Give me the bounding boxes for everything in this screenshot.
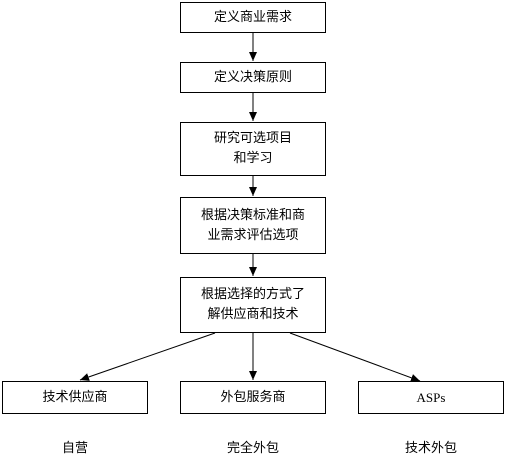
caption-in-house: 自营 <box>61 441 88 456</box>
option-asps: ASPs <box>358 381 504 414</box>
option-outsourcing-provider: 外包服务商 <box>180 381 326 414</box>
step-understand-vendors-and-technology: 根据选择的方式了 解供应商和技术 <box>180 277 326 333</box>
option-technology-vendor: 技术供应商 <box>2 381 148 414</box>
option-label: ASPs <box>416 389 446 405</box>
caption-full-outsourcing: 完全外包 <box>226 441 279 456</box>
step-label: 定义决策原则 <box>213 69 292 85</box>
option-label: 外包服务商 <box>220 389 286 405</box>
step-label: 根据决策标准和商 业需求评估选项 <box>200 207 305 243</box>
step-define-decision-principles: 定义决策原则 <box>180 62 326 93</box>
arrow-step5-to-option3 <box>289 332 421 382</box>
step-research-options-and-learn: 研究可选项目 和学习 <box>180 122 326 176</box>
step-label: 定义商业需求 <box>213 9 292 25</box>
caption-technology-outsourcing: 技术外包 <box>404 441 457 456</box>
option-label: 技术供应商 <box>42 389 108 405</box>
arrow-step5-to-option1 <box>79 332 216 381</box>
step-label: 根据选择的方式了 解供应商和技术 <box>200 287 305 322</box>
step-evaluate-options: 根据决策标准和商 业需求评估选项 <box>180 197 326 254</box>
step-define-business-requirements: 定义商业需求 <box>180 2 326 33</box>
step-label: 研究可选项目 和学习 <box>213 131 292 166</box>
